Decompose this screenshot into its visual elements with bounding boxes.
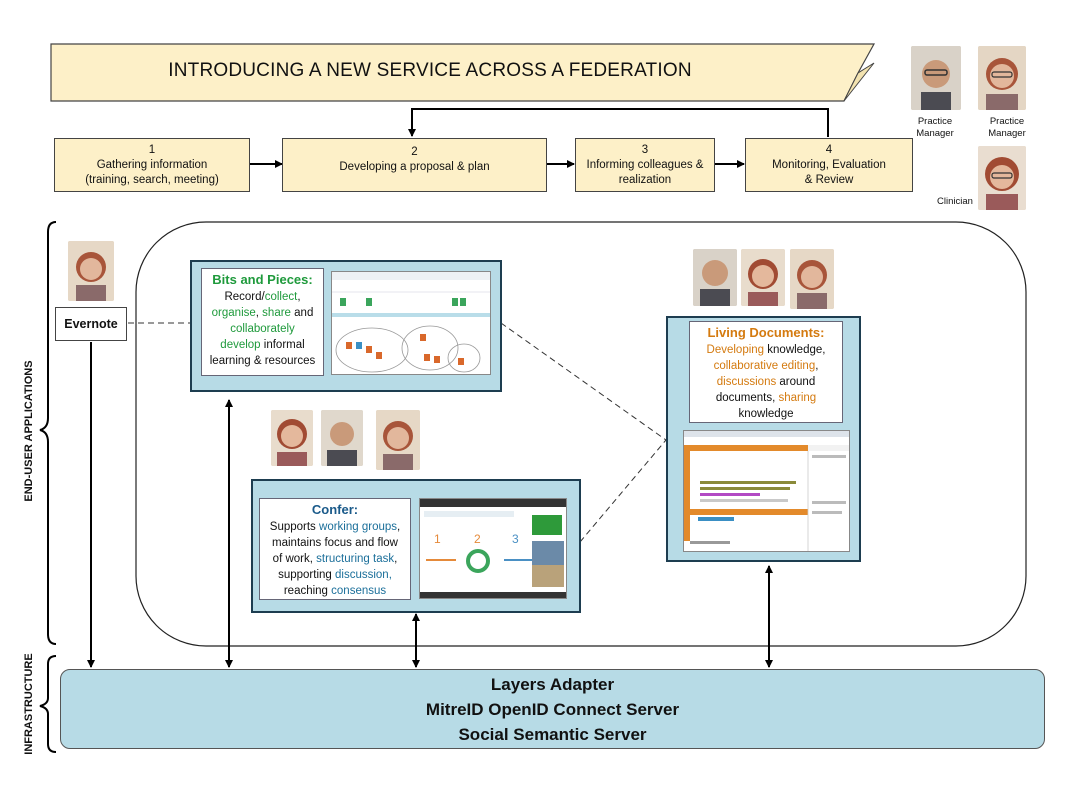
bits-text: develop: [220, 339, 261, 351]
bits-text: collaborately: [230, 323, 295, 335]
svg-text:3: 3: [512, 532, 519, 546]
infra-openid-server: MitreID OpenID Connect Server: [425, 700, 680, 719]
bits-and-pieces-screenshot: [331, 271, 491, 375]
step-number: 3: [641, 143, 649, 156]
step-gathering-information: 1 Gathering information (training, searc…: [54, 138, 250, 192]
living-text: ,: [815, 360, 819, 372]
step-number: 1: [148, 143, 156, 156]
infra-layers-adapter: Layers Adapter: [490, 675, 615, 694]
step-monitoring-evaluation: 4 Monitoring, Evaluation & Review: [745, 138, 913, 192]
title-banner: [50, 43, 876, 102]
applications-container: [135, 221, 1027, 647]
step-number: 4: [825, 143, 833, 156]
confer-title: Confer:: [311, 502, 359, 517]
infra-social-semantic-server: Social Semantic Server: [458, 725, 647, 744]
arrow-feedback-loop: [408, 108, 829, 137]
bits-text: informal: [260, 339, 305, 351]
confer-text: of work,: [272, 553, 317, 565]
infrastructure-brace: [39, 655, 57, 753]
living-text: sharing: [778, 392, 817, 404]
step-developing-proposal: 2 Developing a proposal & plan: [282, 138, 547, 192]
step-text: & Review: [804, 173, 854, 186]
living-text: documents,: [715, 392, 779, 404]
living-text: collaborative editing: [713, 360, 816, 372]
page-title: INTRODUCING A NEW SERVICE ACROSS A FEDER…: [168, 60, 692, 81]
evernote-label: Evernote: [64, 317, 118, 331]
step-text: Monitoring, Evaluation: [772, 158, 886, 171]
confer-text: working groups: [319, 521, 397, 533]
bits-text: and: [290, 307, 314, 319]
bits-title: Bits and Pieces:: [212, 272, 313, 287]
svg-text:1: 1: [434, 532, 441, 546]
practice-manager-photo-female: [978, 46, 1026, 110]
bits-text: organise: [211, 307, 256, 319]
end-user-brace: [39, 221, 57, 645]
bits-text: ,: [255, 307, 263, 319]
dashed-confer-living: [579, 439, 667, 543]
confer-text: ,: [397, 521, 401, 533]
confer-screenshot: 1 2 3: [419, 498, 567, 599]
confer-user-photo-3: [376, 410, 420, 470]
confer-text: discussion,: [335, 569, 392, 581]
living-title: Living Documents:: [707, 325, 825, 340]
role-label: Practice Manager: [916, 116, 954, 139]
living-user-photo-1: [693, 249, 737, 306]
living-text: knowledge: [738, 408, 794, 420]
svg-text:2: 2: [474, 532, 481, 546]
step-text: realization: [618, 173, 672, 186]
living-user-photo-3: [790, 249, 834, 309]
living-documents-card: Living Documents: Developing knowledge, …: [689, 321, 843, 423]
end-user-applications-label: END-USER APPLICATIONS: [23, 360, 35, 502]
bits-text: collect: [264, 291, 298, 303]
step-text: Informing colleagues &: [586, 158, 704, 171]
step-text: Gathering information: [96, 158, 208, 171]
bits-text: learning & resources: [209, 355, 316, 367]
confer-text: maintains focus and flow: [272, 537, 398, 549]
confer-user-photo-1: [271, 410, 313, 466]
bits-and-pieces-card: Bits and Pieces: Record/collect, organis…: [201, 268, 324, 376]
clinician-photo: [978, 146, 1026, 210]
evernote-user-photo: [68, 241, 114, 301]
confer-text: structuring task: [316, 553, 395, 565]
living-documents-screenshot: [683, 430, 850, 552]
living-user-photo-2: [741, 249, 785, 306]
living-text: knowledge,: [764, 344, 826, 356]
evernote-box: Evernote: [55, 307, 127, 341]
confer-user-photo-2: [321, 410, 363, 466]
living-text: around: [776, 376, 816, 388]
confer-text: Supports: [269, 521, 320, 533]
role-label: Practice Manager: [988, 116, 1026, 139]
confer-text: ,: [394, 553, 398, 565]
step-text: Developing a proposal & plan: [339, 161, 490, 173]
dashed-bits-living: [500, 322, 667, 441]
confer-text: reaching: [283, 585, 332, 597]
infrastructure-label: INFRASTRUCTURE: [23, 653, 35, 755]
practice-manager-photo-male: [911, 46, 961, 110]
bits-text: share: [262, 307, 291, 319]
confer-text: consensus: [331, 585, 387, 597]
step-text: (training, search, meeting): [85, 173, 219, 186]
bits-text: ,: [297, 291, 301, 303]
infrastructure-bar: Layers Adapter MitreID OpenID Connect Se…: [60, 669, 1045, 749]
bits-text: Record/: [224, 291, 265, 303]
living-text: Developing: [706, 344, 765, 356]
role-label: Clinician: [937, 196, 973, 207]
confer-card: Confer: Supports working groups, maintai…: [259, 498, 411, 600]
living-text: discussions: [716, 376, 777, 388]
step-informing-colleagues: 3 Informing colleagues & realization: [575, 138, 715, 192]
step-number: 2: [411, 146, 418, 158]
confer-text: supporting: [278, 569, 335, 581]
